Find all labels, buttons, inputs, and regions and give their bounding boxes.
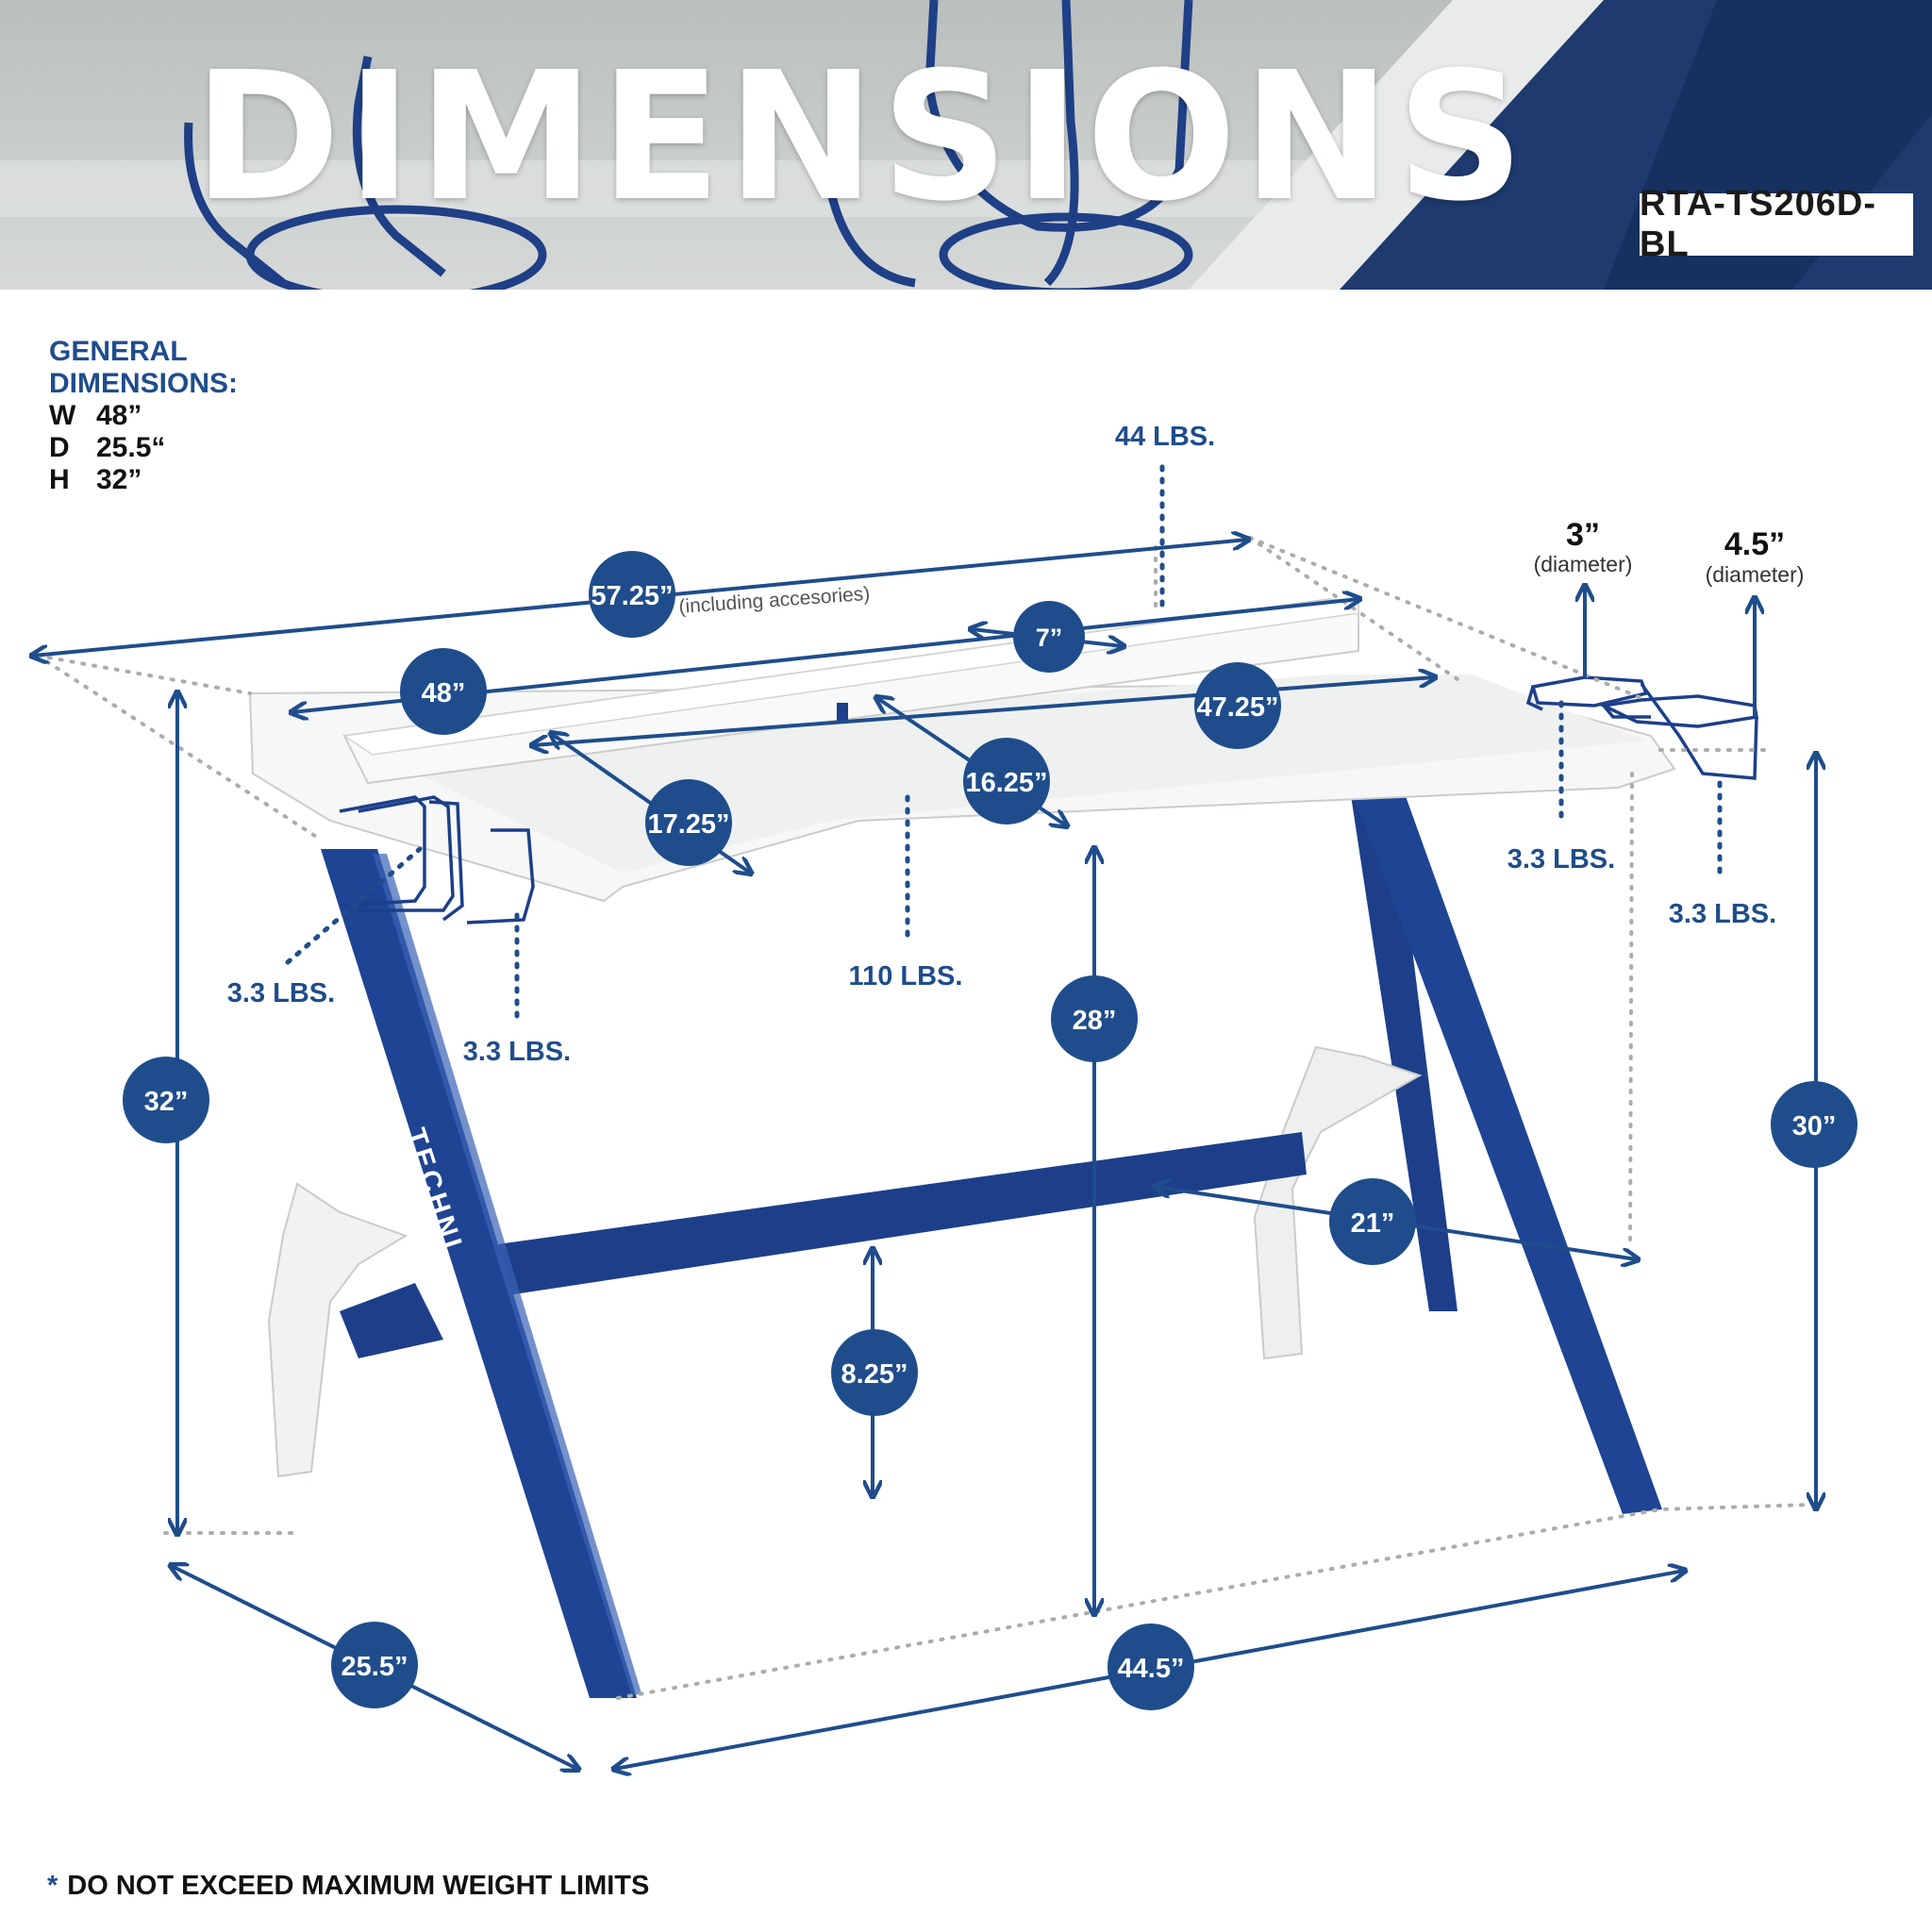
dimension-key-d: D — [49, 432, 70, 463]
label-desktop-inner-width: 47.25” — [1196, 692, 1278, 723]
label-cup-small-weight: 3.3 LBS. — [1507, 844, 1615, 874]
label-cup-large-note: (diameter) — [1706, 562, 1805, 587]
label-desktop-height: 30” — [1792, 1111, 1837, 1141]
weight-leaders — [285, 464, 1723, 1026]
badge-desk-width: 48” — [400, 648, 487, 735]
desk-leg-front-right — [1349, 783, 1662, 1514]
label-cup-large-diameter: 4.5” — [1724, 526, 1785, 562]
weight-labels: 44 LBS. 110 LBS. 3.3 LBS. 3.3 LBS. 3.3 L… — [227, 422, 1805, 1067]
desk-side-panel-left — [267, 1182, 408, 1478]
label-base-width: 44.5” — [1118, 1654, 1185, 1684]
label-cup-small-note: (diameter) — [1534, 552, 1633, 576]
label-base-depth: 25.5” — [341, 1652, 408, 1682]
badge-leg-depth: 21” — [1329, 1178, 1416, 1265]
badge-shelf-depth: 7” — [1013, 601, 1085, 673]
dimension-badges: 57.25” (including accesories) 7” 48” 47.… — [123, 551, 1857, 1710]
label-desk-weight: 110 LBS. — [849, 961, 963, 991]
general-dimensions-heading-line1: GENERAL — [49, 336, 188, 367]
label-cup-small-diameter: 3” — [1566, 517, 1600, 553]
label-depth-a: 17.25” — [647, 809, 729, 840]
dimension-value-d: 25.5“ — [96, 432, 166, 463]
label-bar-height: 8.25” — [841, 1359, 908, 1390]
badge-base-depth: 25.5” — [331, 1622, 418, 1708]
dimension-value-w: 48” — [96, 400, 142, 431]
badge-desktop-height: 30” — [1771, 1081, 1857, 1168]
label-knee-clearance: 28” — [1073, 1006, 1117, 1036]
label-overall-width: 57.25” — [591, 581, 673, 611]
badge-bar-height: 8.25” — [831, 1329, 918, 1416]
dimension-row-width: W 48” — [49, 400, 238, 432]
badge-base-width: 44.5” — [1108, 1624, 1194, 1710]
dimension-row-height: H 32” — [49, 464, 238, 496]
label-hook-left-weight: 3.3 LBS. — [227, 978, 335, 1008]
general-dimensions-heading-line2: DIMENSIONS: — [49, 368, 239, 399]
label-hook-right-weight: 3.3 LBS. — [463, 1037, 571, 1067]
badge-overall-width: 57.25” — [589, 551, 675, 638]
label-leg-depth: 21” — [1351, 1208, 1395, 1239]
dimension-value-h: 32” — [96, 464, 142, 495]
headphone-hook-left — [339, 795, 535, 924]
banner-background-art — [0, 0, 1932, 290]
general-dimensions: GENERAL DIMENSIONS: W 48” D 25.5“ H 32” — [49, 336, 238, 496]
label-depth-b: 16.25” — [965, 768, 1047, 798]
footnote-star: * — [47, 1871, 58, 1901]
desk-crossbar — [491, 1132, 1307, 1297]
footnote-text: DO NOT EXCEED MAXIMUM WEIGHT LIMITS — [67, 1871, 650, 1901]
dimension-key-h: H — [49, 464, 70, 495]
badge-overall-height: 32” — [123, 1057, 209, 1143]
label-overall-width-note: (including accesories) — [678, 583, 871, 618]
dimension-row-depth: D 25.5“ — [49, 432, 238, 464]
footnote: * DO NOT EXCEED MAXIMUM WEIGHT LIMITS — [47, 1871, 649, 1902]
header-banner: DIMENSIONS RTA-TS206D-BL — [0, 0, 1932, 290]
badge-depth-b: 16.25” — [963, 738, 1050, 824]
label-shelf-depth: 7” — [1036, 624, 1063, 652]
desk-leg-front-left — [321, 849, 637, 1698]
badge-depth-a: 17.25” — [645, 779, 732, 866]
label-overall-height: 32” — [144, 1087, 189, 1117]
dimension-key-w: W — [49, 400, 76, 431]
badge-desktop-inner-width: 47.25” — [1194, 662, 1281, 749]
label-top-shelf-weight: 44 LBS. — [1115, 422, 1215, 452]
badge-knee-clearance: 28” — [1051, 975, 1138, 1062]
label-desk-width: 48” — [422, 678, 466, 708]
label-cup-large-weight: 3.3 LBS. — [1669, 899, 1776, 929]
page-title: DIMENSIONS — [193, 34, 1530, 241]
